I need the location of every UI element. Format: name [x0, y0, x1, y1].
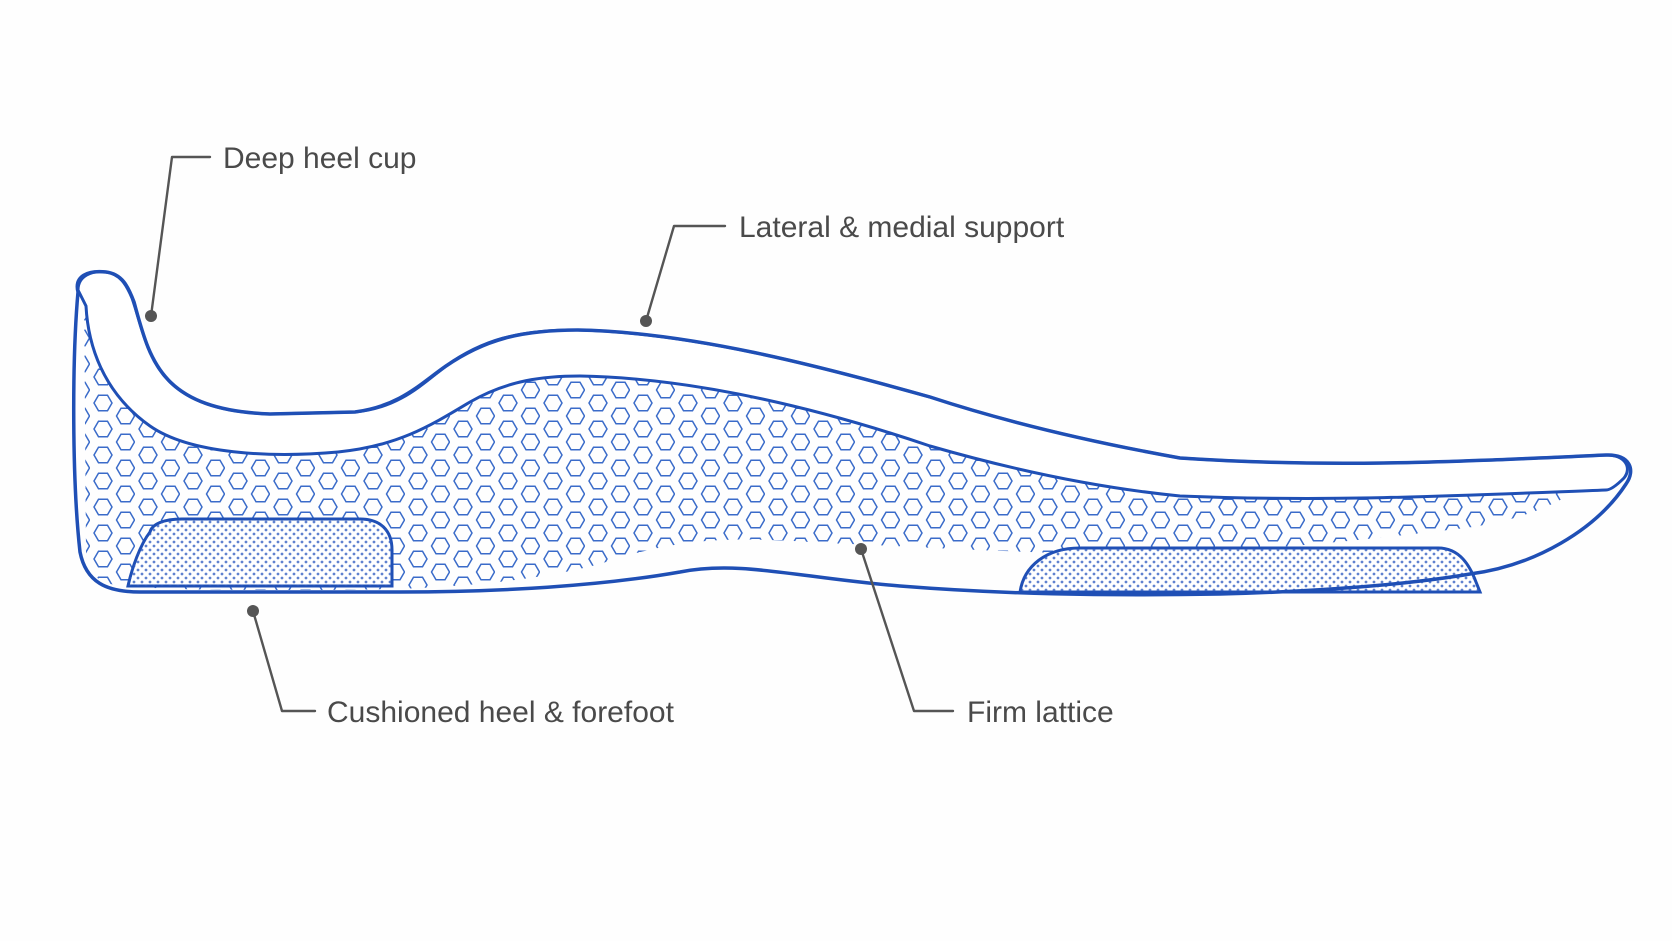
- callout-arch-support: Lateral & medial support: [640, 211, 1065, 327]
- leader-dot-cushioning: [247, 605, 259, 617]
- leader-line-heel-cup: [149, 155, 212, 318]
- leader-dot-heel-cup: [145, 310, 157, 322]
- leader-line-lattice: [859, 547, 955, 713]
- callout-cushioning: Cushioned heel & forefoot: [247, 605, 675, 729]
- leader-line-arch-support: [644, 224, 727, 323]
- callout-lattice: Firm lattice: [855, 543, 1114, 729]
- label-cushioning: Cushioned heel & forefoot: [327, 696, 675, 729]
- insole-outline: [71, 269, 1633, 597]
- label-heel-cup: Deep heel cup: [223, 142, 416, 175]
- label-arch-support: Lateral & medial support: [739, 211, 1065, 244]
- forefoot-cushion-dots: [1020, 548, 1480, 592]
- leader-dot-arch-support: [640, 315, 652, 327]
- leader-dot-lattice: [855, 543, 867, 555]
- callout-heel-cup: Deep heel cup: [145, 142, 416, 322]
- leader-line-cushioning: [251, 609, 317, 713]
- heel-cushion-dots: [128, 519, 392, 586]
- label-lattice: Firm lattice: [967, 696, 1114, 729]
